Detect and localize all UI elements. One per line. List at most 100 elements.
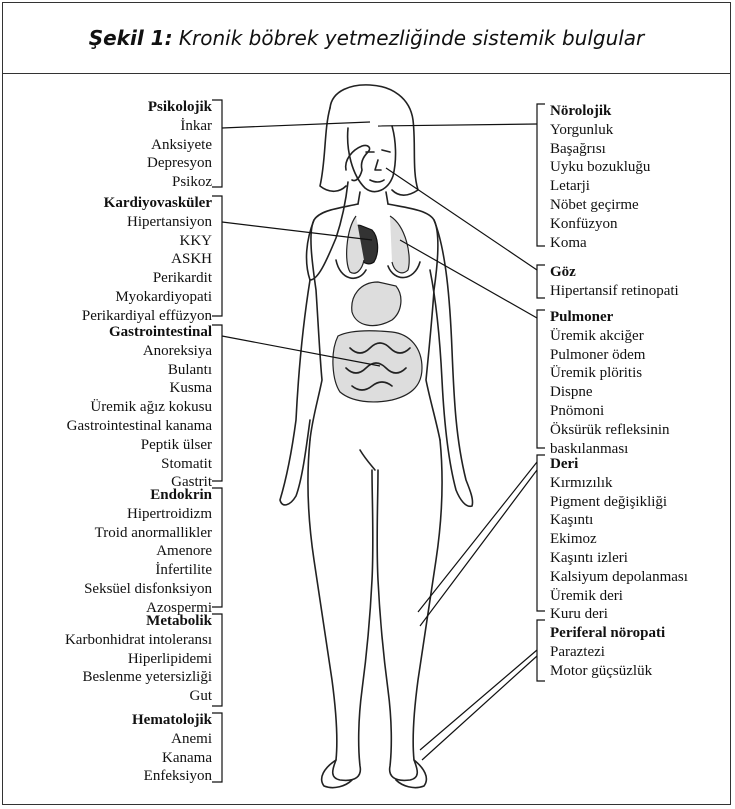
leader-periferal-2 [422,656,537,760]
group-gastrointestinal: Gastrointestinal Anoreksiya Bulantı Kusm… [67,323,212,492]
leader-periferal-1 [420,650,537,750]
group-heading: Göz [550,263,679,282]
group-item: Seksüel disfonksiyon [84,580,212,599]
group-item: Kusma [67,379,212,398]
group-heading: Endokrin [84,486,212,505]
group-item: Beslenme yetersizliği [65,668,212,687]
group-item: Hiperlipidemi [65,650,212,669]
group-item: ASKH [82,250,212,269]
group-heading: Gastrointestinal [67,323,212,342]
group-item: Hipertansif retinopati [550,282,679,301]
group-item: Üremik plöritis [550,364,670,383]
group-item: Bulantı [67,361,212,380]
left-arm [280,280,310,505]
group-item: Motor güçsüzlük [550,662,665,681]
group-item: KKY [82,232,212,251]
bracket-gastrointestinal [212,325,222,481]
bracket-deri [537,455,545,611]
group-item: Kuru deri [550,605,688,624]
group-item: Myokardiyopati [82,288,212,307]
group-item: Üremik deri [550,587,688,606]
group-item: Karbonhidrat intoleransı [65,631,212,650]
group-psikolojik: Psikolojik İnkar Anksiyete Depresyon Psi… [147,98,212,192]
bracket-periferal [537,620,545,681]
face-outline [348,126,396,192]
group-item: Pigment değişikliği [550,493,688,512]
group-item: Psikoz [147,173,212,192]
group-heading: Kardiyovasküler [82,194,212,213]
left-leg [308,440,373,780]
group-item: Peptik ülser [67,436,212,455]
group-item: Kırmızılık [550,474,688,493]
group-item: Anksiyete [147,136,212,155]
group-item: Anoreksiya [67,342,212,361]
group-item: Pulmoner ödem [550,346,670,365]
group-item: Stomatit [67,455,212,474]
group-item: Amenore [84,542,212,561]
bracket-psikolojik [212,100,222,187]
feet [322,760,427,788]
group-item: İnkar [147,117,212,136]
group-item: Başağrısı [550,140,650,159]
stomach [352,282,401,326]
group-item: Uyku bozukluğu [550,158,650,177]
group-item: Hipertansiyon [82,213,212,232]
group-item: Letarji [550,177,650,196]
bracket-endokrin [212,488,222,607]
group-heading: Nörolojik [550,102,650,121]
group-item: Gut [65,687,212,706]
group-item: Troid anormallikler [84,524,212,543]
group-kardiyovaskuler: Kardiyovasküler Hipertansiyon KKY ASKH P… [82,194,212,326]
group-item: Kaşıntı izleri [550,549,688,568]
group-item: Kalsiyum depolanması [550,568,688,587]
group-item: Öksürük refleksinin [550,421,670,440]
group-item: Hipertroidizm [84,505,212,524]
group-item: Üremik akciğer [550,327,670,346]
group-item: Anemi [132,730,212,749]
group-heading: Deri [550,455,688,474]
group-item: Üremik ağız kokusu [67,398,212,417]
leader-pulmoner [400,240,537,318]
groin [360,450,375,470]
group-heading: Pulmoner [550,308,670,327]
hair-left [320,108,346,191]
group-heading: Metabolik [65,612,212,631]
group-item: Depresyon [147,154,212,173]
group-periferal-noropati: Periferal nöropati Paraztezi Motor güçsü… [550,624,665,680]
group-endokrin: Endokrin Hipertroidizm Troid anormallikl… [84,486,212,618]
hair-outline [330,85,418,195]
group-item: Enfeksiyon [132,767,212,786]
group-deri: Deri Kırmızılık Pigment değişikliği Kaşı… [550,455,688,624]
bracket-hematolojik [212,713,222,782]
group-heading: Hematolojik [132,711,212,730]
leader-norolojik [378,124,537,126]
group-item: İnfertilite [84,561,212,580]
group-item: Yorgunluk [550,121,650,140]
bracket-kardiyovaskuler [212,196,222,316]
group-item: Koma [550,234,650,253]
group-goz: Göz Hipertansif retinopati [550,263,679,301]
intestines [333,331,422,402]
group-item: Kaşıntı [550,511,688,530]
group-metabolik: Metabolik Karbonhidrat intoleransı Hiper… [65,612,212,706]
group-item: Pnömoni [550,402,670,421]
leader-deri-1 [418,462,537,612]
group-heading: Periferal nöropati [550,624,665,643]
group-item: Perikardit [82,269,212,288]
group-pulmoner: Pulmoner Üremik akciğer Pulmoner ödem Ür… [550,308,670,458]
lung-right [390,216,409,273]
bracket-metabolik [212,614,222,706]
mouth [370,180,384,182]
group-item: Nöbet geçirme [550,196,650,215]
group-heading: Psikolojik [147,98,212,117]
neck [358,192,388,204]
bracket-norolojik [537,104,545,246]
bracket-goz [537,265,545,298]
group-item: Konfüzyon [550,215,650,234]
group-item: Kanama [132,749,212,768]
group-item: Dispne [550,383,670,402]
group-hematolojik: Hematolojik Anemi Kanama Enfeksiyon [132,711,212,786]
nose [375,160,381,170]
group-item: Ekimoz [550,530,688,549]
